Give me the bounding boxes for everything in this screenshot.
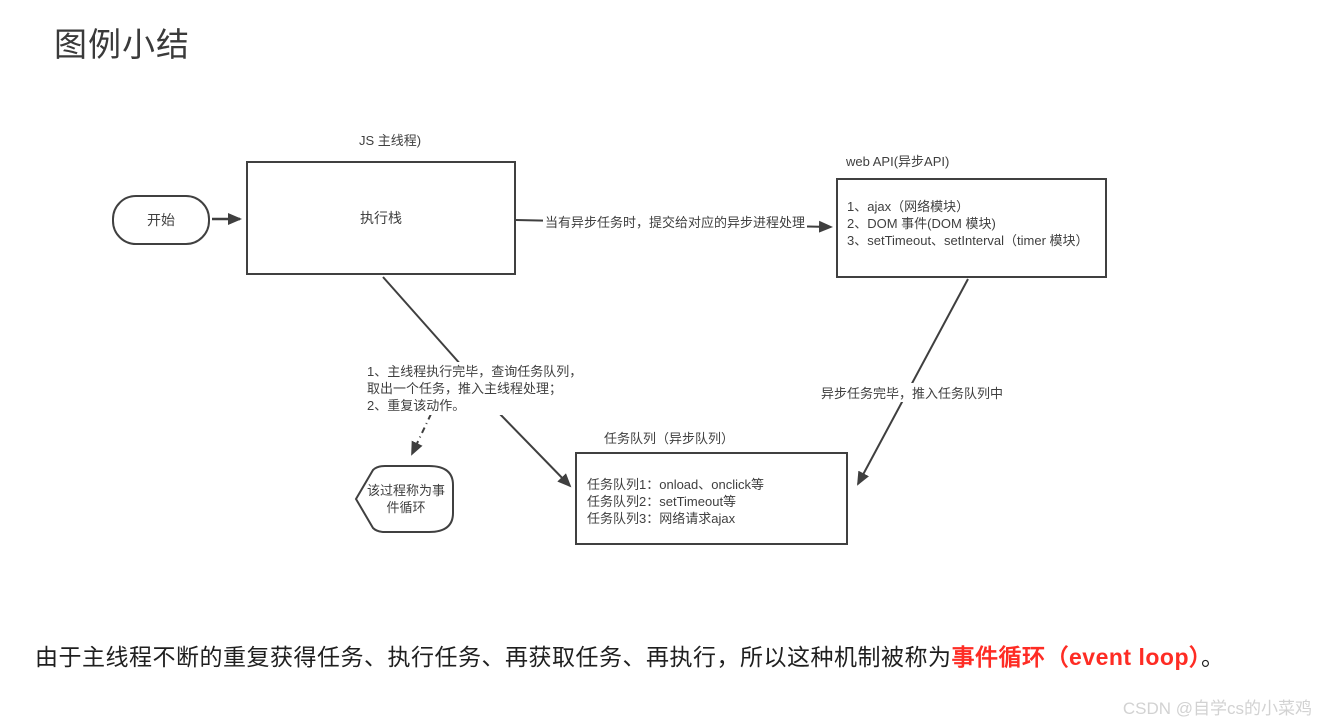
loop-note: 1、主线程执行完毕，查询任务队列， 取出一个任务，推入主线程处理； 2、重复该动… (365, 362, 585, 415)
task-queue-node: 任务队列1：onload、onclick等 任务队列2：setTimeout等 … (575, 452, 848, 545)
task-queue-title: 任务队列（异步队列） (604, 431, 735, 446)
edge-exec-to-note (382, 276, 463, 367)
edge-label-async-done: 异步任务完毕，推入任务队列中 (819, 383, 1006, 402)
watermark: CSDN @自学cs的小菜鸡 (1122, 699, 1312, 718)
event-loop-shape-label: 该过程称为事件循环 (366, 483, 445, 515)
task-queue-line: 任务队列3：网络请求ajax (587, 511, 736, 526)
summary-period: 。 (1201, 644, 1225, 670)
webapi-line: 2、DOM 事件(DOM 模块) (847, 216, 996, 231)
edge-note-to-eventloop (411, 413, 432, 456)
webapi-title: web API(异步API) (846, 154, 950, 169)
loop-note-line: 2、重复该动作。 (367, 398, 466, 413)
summary-text: 由于主线程不断的重复获得任务、执行任务、再获取任务、再执行，所以这种机制被称为 (35, 644, 952, 670)
summary-sentence: 由于主线程不断的重复获得任务、执行任务、再获取任务、再执行，所以这种机制被称为事… (35, 638, 1225, 672)
summary-highlight: 事件循环（event loop） (951, 644, 1202, 670)
exec-stack-node: 执行栈 (246, 161, 516, 275)
webapi-line: 3、setTimeout、setInterval（timer 模块） (847, 233, 1089, 248)
task-queue-line: 任务队列2：setTimeout等 (587, 494, 737, 509)
start-node: 开始 (112, 195, 210, 245)
loop-note-line: 取出一个任务，推入主线程处理； (367, 381, 563, 396)
task-queue-line: 任务队列1：onload、onclick等 (587, 477, 765, 492)
page-title: 图例小结 (54, 26, 190, 63)
js-main-thread-label: JS 主线程) (358, 133, 422, 148)
edge-webapi-to-queue (857, 278, 969, 486)
edge-note-to-queue (496, 410, 572, 488)
loop-note-line: 1、主线程执行完毕，查询任务队列， (367, 364, 583, 379)
webapi-line: 1、ajax（网络模块） (847, 199, 970, 214)
webapi-node: 1、ajax（网络模块） 2、DOM 事件(DOM 模块) 3、setTimeo… (836, 178, 1107, 278)
edge-label-to-webapi: 当有异步任务时，提交给对应的异步进程处理 (543, 212, 808, 231)
